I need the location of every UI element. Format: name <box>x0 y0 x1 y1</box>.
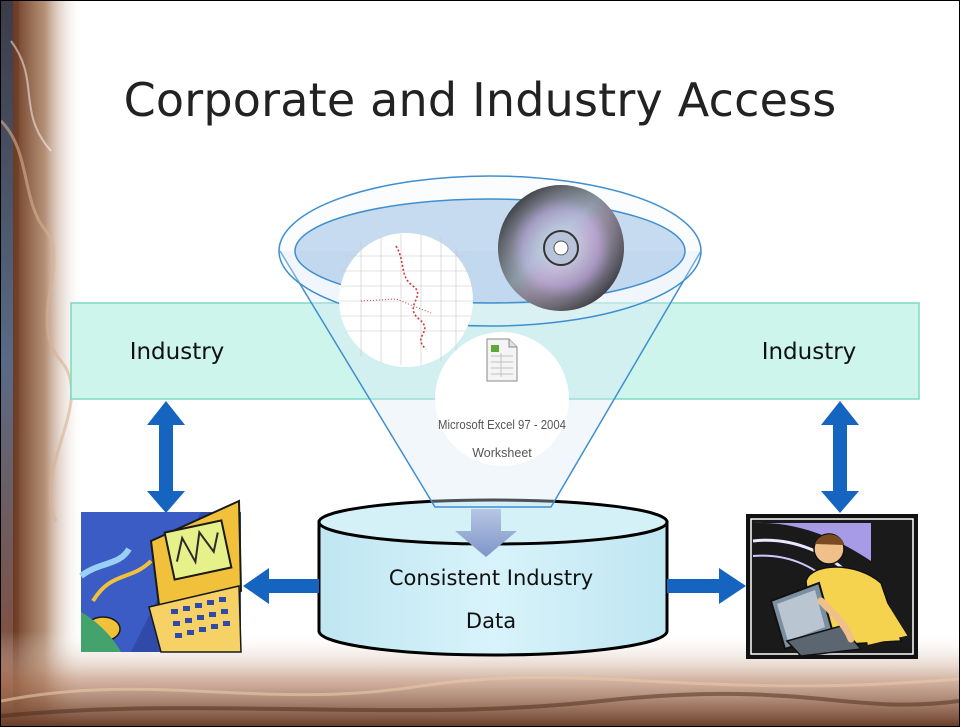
database-label-line1: Consistent Industry <box>389 566 593 590</box>
left-double-arrow <box>147 401 185 513</box>
cd-disc-icon <box>498 185 624 311</box>
chart-map-icon <box>339 233 473 367</box>
excel-file-icon <box>435 332 569 466</box>
left-horizontal-arrow <box>243 568 319 604</box>
worker-at-computer-clipart-icon <box>746 514 918 659</box>
funnel-down-arrow <box>455 509 517 557</box>
right-double-arrow <box>821 401 859 513</box>
industry-left-label: Industry <box>130 339 225 365</box>
database-label-line2: Data <box>466 609 516 633</box>
slide-title: Corporate and Industry Access <box>123 73 837 127</box>
computer-clipart-icon <box>79 499 243 653</box>
excel-label-line2: Worksheet <box>472 446 532 460</box>
industry-right-label: Industry <box>762 339 857 365</box>
right-horizontal-arrow <box>667 568 746 604</box>
excel-label-line1: Microsoft Excel 97 - 2004 <box>438 418 566 432</box>
